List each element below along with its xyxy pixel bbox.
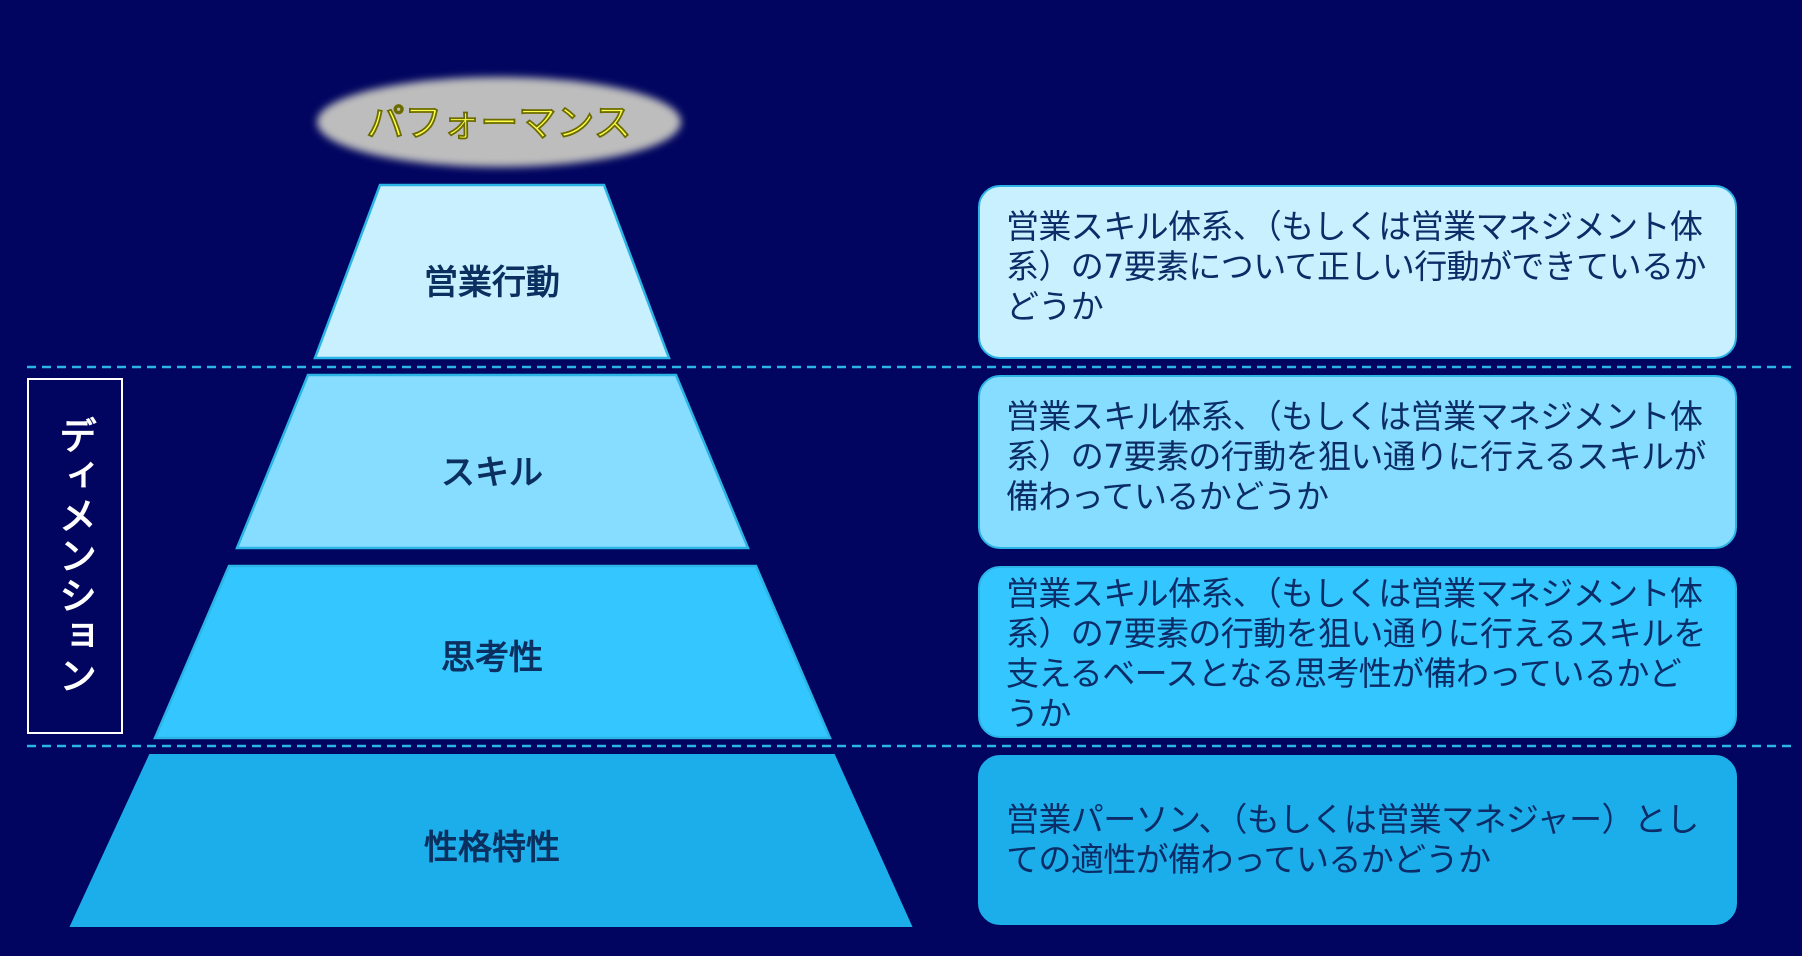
- pyramid-layer-thinking: [153, 564, 832, 740]
- pyramid-layer-personality: [69, 754, 913, 927]
- description-text-thinking: 営業スキル体系、（もしくは営業マネジメント体系）の7要素の行動を狙い通りに行える…: [1006, 574, 1706, 733]
- description-box-thinking: 営業スキル体系、（もしくは営業マネジメント体系）の7要素の行動を狙い通りに行える…: [978, 566, 1737, 738]
- description-text-skill: 営業スキル体系、（もしくは営業マネジメント体系）の7要素の行動を狙い通りに行える…: [1006, 397, 1706, 516]
- layer-label-personality: 性格特性: [424, 828, 560, 868]
- dimension-label: ディメンション: [52, 416, 97, 696]
- layer-label-sales-behavior: 営業行動: [424, 263, 560, 303]
- performance-label: パフォーマンス: [366, 101, 631, 145]
- description-box-skill: 営業スキル体系、（もしくは営業マネジメント体系）の7要素の行動を狙い通りに行える…: [978, 375, 1737, 549]
- dimension-box: ディメンション: [27, 378, 123, 734]
- layer-label-skill: スキル: [441, 453, 543, 493]
- layer-label-thinking: 思考性: [441, 638, 543, 678]
- performance-ellipse: [317, 77, 681, 167]
- description-text-personality: 営業パーソン、（もしくは営業マネジャー）としての適性が備わっているかどうか: [1006, 800, 1699, 879]
- description-text-sales-behavior: 営業スキル体系、（もしくは営業マネジメント体系）の7要素について正しい行動ができ…: [1006, 207, 1706, 326]
- pyramid-layer-skill: [235, 373, 750, 550]
- description-box-sales-behavior: 営業スキル体系、（もしくは営業マネジメント体系）の7要素について正しい行動ができ…: [978, 185, 1737, 359]
- description-box-personality: 営業パーソン、（もしくは営業マネジャー）としての適性が備わっているかどうか: [978, 755, 1737, 925]
- pyramid-layer-sales-behavior: [313, 183, 671, 360]
